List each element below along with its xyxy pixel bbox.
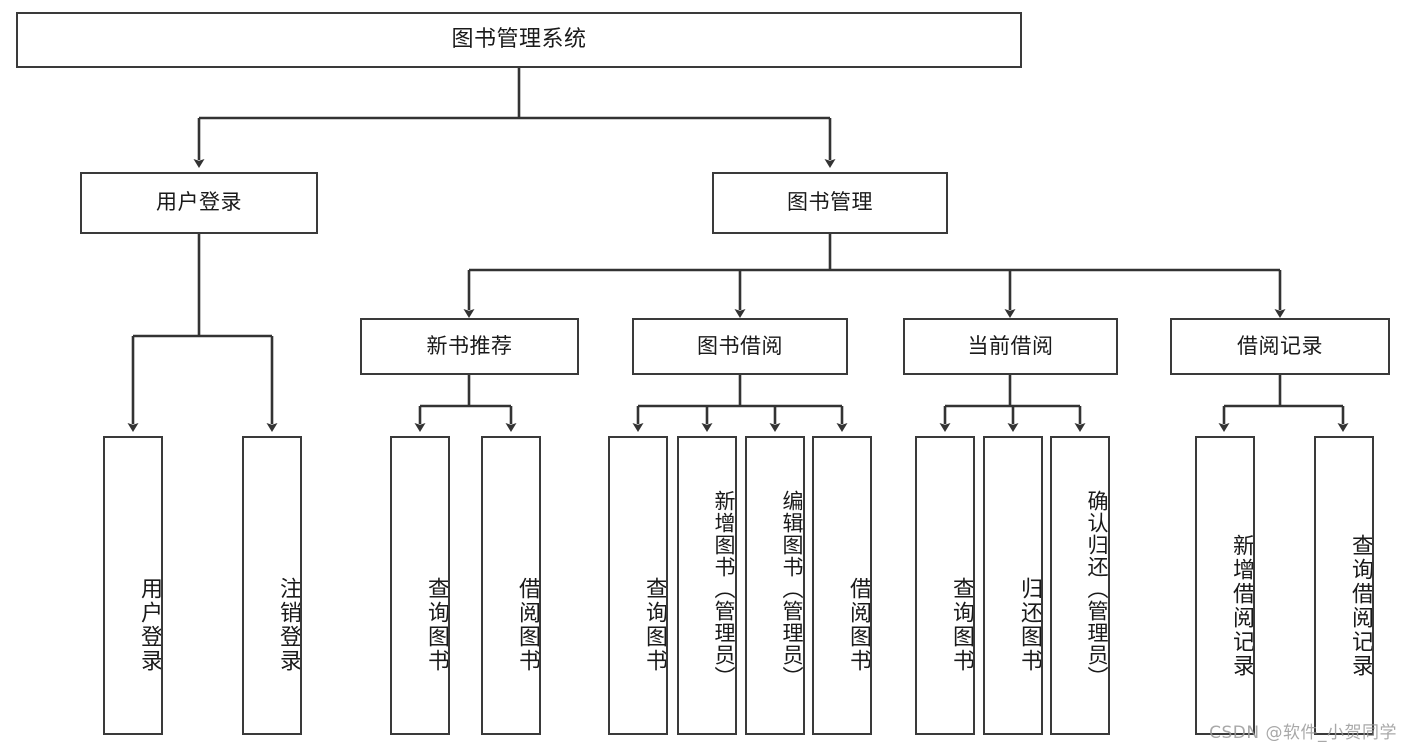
leaf-query-book-1[interactable]: 查询图书 [390, 436, 450, 735]
node-current-borrow[interactable]: 当前借阅 [903, 318, 1118, 375]
node-borrow-record-label: 借阅记录 [1237, 333, 1323, 358]
node-user-login[interactable]: 用户登录 [80, 172, 318, 234]
leaf-query-record-label: 查询借阅记录 [1348, 533, 1373, 678]
node-root-label: 图书管理系统 [451, 26, 587, 52]
node-book-borrow[interactable]: 图书借阅 [632, 318, 848, 375]
leaf-user-login-label: 用户登录 [137, 576, 162, 673]
leaf-confirm-return-label: 确认归还（管理员） [1085, 489, 1109, 688]
leaf-query-book-2-label: 查询图书 [642, 576, 667, 673]
leaf-logout-label: 注销登录 [276, 576, 301, 673]
leaf-query-record[interactable]: 查询借阅记录 [1314, 436, 1374, 735]
leaf-edit-book[interactable]: 编辑图书（管理员） [745, 436, 805, 735]
node-root[interactable]: 图书管理系统 [16, 12, 1022, 68]
leaf-add-record-label: 新增借阅记录 [1229, 533, 1254, 678]
leaf-borrow-book-2-label: 借阅图书 [846, 576, 871, 673]
node-book-borrow-label: 图书借阅 [697, 333, 783, 358]
leaf-query-book-3-label: 查询图书 [949, 576, 974, 673]
leaf-borrow-book-2[interactable]: 借阅图书 [812, 436, 872, 735]
node-current-borrow-label: 当前借阅 [967, 333, 1054, 358]
leaf-logout[interactable]: 注销登录 [242, 436, 302, 735]
node-new-book-recommend-label: 新书推荐 [426, 333, 513, 358]
node-borrow-record[interactable]: 借阅记录 [1170, 318, 1390, 375]
leaf-query-book-2[interactable]: 查询图书 [608, 436, 668, 735]
leaf-borrow-book-1[interactable]: 借阅图书 [481, 436, 541, 735]
leaf-add-record[interactable]: 新增借阅记录 [1195, 436, 1255, 735]
leaf-query-book-1-label: 查询图书 [424, 576, 449, 673]
leaf-add-book-label: 新增图书（管理员） [712, 489, 736, 688]
leaf-return-book-label: 归还图书 [1017, 576, 1042, 673]
node-book-manage[interactable]: 图书管理 [712, 172, 948, 234]
leaf-edit-book-label: 编辑图书（管理员） [780, 489, 804, 688]
leaf-add-book[interactable]: 新增图书（管理员） [677, 436, 737, 735]
node-user-login-label: 用户登录 [156, 190, 242, 215]
watermark: CSDN @软件_小贺同学 [1209, 723, 1397, 743]
leaf-user-login[interactable]: 用户登录 [103, 436, 163, 735]
leaf-confirm-return[interactable]: 确认归还（管理员） [1050, 436, 1110, 735]
node-new-book-recommend[interactable]: 新书推荐 [360, 318, 579, 375]
leaf-borrow-book-1-label: 借阅图书 [515, 576, 540, 673]
node-book-manage-label: 图书管理 [787, 190, 873, 215]
leaf-return-book[interactable]: 归还图书 [983, 436, 1043, 735]
leaf-query-book-3[interactable]: 查询图书 [915, 436, 975, 735]
